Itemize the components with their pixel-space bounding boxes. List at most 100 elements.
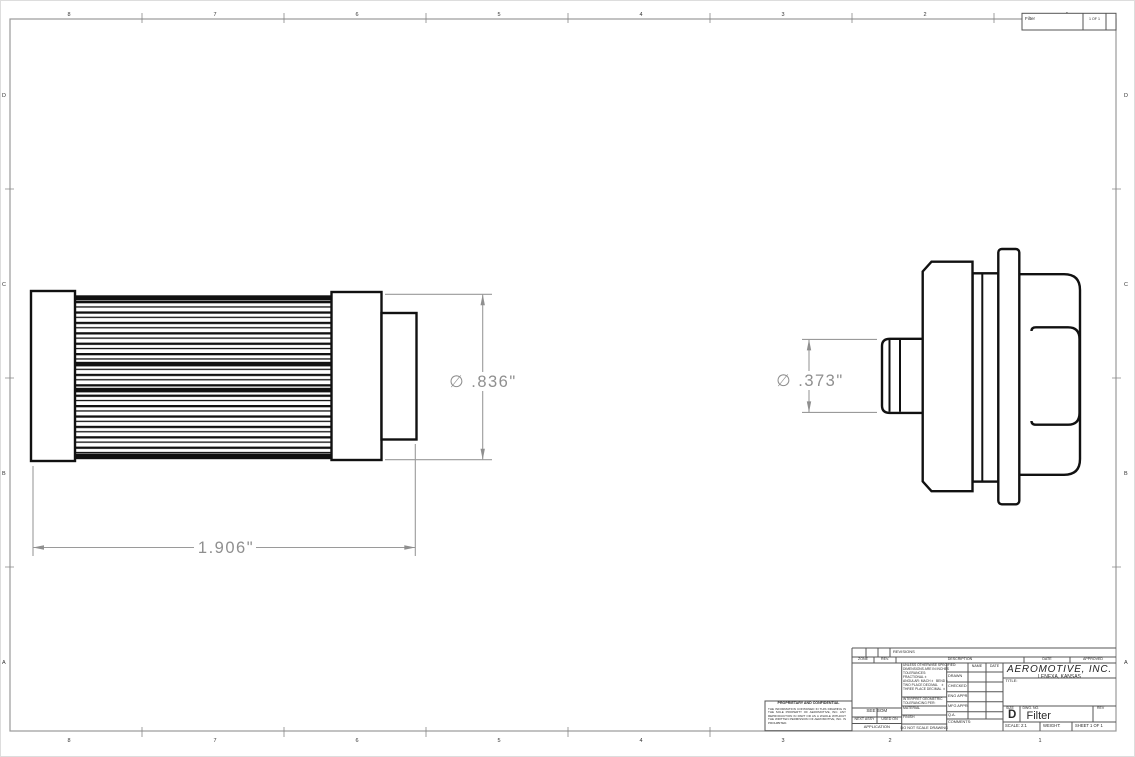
dimension-label-length: 1.906" [198, 539, 254, 557]
dimension-length: 1.906" [32, 444, 416, 557]
dimension-label-outer-diameter: ∅ .836" [449, 373, 516, 391]
interpret-note: TOLERANCING PER: [903, 700, 936, 705]
size-label: SIZE [1006, 705, 1014, 710]
company-name: AEROMOTIVE, INC. [1006, 663, 1113, 675]
application-label: APPLICATION [863, 723, 890, 729]
revisions-col-rev: REV. [880, 656, 890, 661]
proprietary-title: PROPRIETARY AND CONFIDENTIAL [777, 701, 840, 706]
filter-assembly-view [880, 247, 1082, 506]
arrowhead [806, 339, 812, 351]
zone-number-bottom: 3 [781, 738, 784, 744]
title-label: TITLE: [1005, 677, 1018, 683]
body-neck [971, 272, 1000, 483]
approval-row-qa: Q.A. [948, 713, 956, 718]
weight-label: WEIGHT: [1043, 722, 1061, 728]
pleated-media [75, 301, 332, 454]
scale-value: SCALE: 2:1 [1005, 722, 1027, 728]
zone-number-bottom: 7 [213, 738, 216, 744]
application-value: SEE BOM [866, 707, 888, 713]
approval-row-drawn: DRAWN [948, 674, 963, 678]
zone-number-top: 6 [355, 12, 358, 18]
used-on-label: USED ON [881, 717, 898, 721]
arrowhead [480, 448, 485, 460]
zone-number-bottom: 5 [497, 738, 500, 744]
sheet-value: SHEET 1 OF 1 [1075, 722, 1103, 728]
do-not-scale-note: DO NOT SCALE DRAWING [900, 725, 948, 730]
zone-number-bottom: 4 [639, 738, 642, 744]
mounting-flange [997, 247, 1021, 506]
zone-number-bottom: 1 [1038, 738, 1041, 744]
interpret-note: INTERPRET GEOMETRIC [903, 697, 943, 701]
tolerance-note: TOLERANCES: [903, 671, 927, 676]
zone-number-top: 5 [497, 12, 500, 18]
approval-row-mfg-appr: MFG APPR. [948, 703, 969, 708]
zone-letter-left: B [2, 471, 6, 477]
name-header: NAME [971, 663, 983, 668]
revisions-col-approved: APPROVED [1083, 656, 1103, 661]
zone-number-top: 3 [781, 12, 784, 18]
inlet-port [880, 337, 924, 415]
zone-number-top: 4 [639, 12, 642, 18]
zone-number-bottom: 8 [67, 738, 70, 744]
dwg-no-value: Filter [1026, 709, 1051, 722]
revisions-col-zone: ZONE [858, 656, 868, 661]
corner-dwg-no: Filter [1025, 15, 1035, 21]
material-label: MATERIAL [903, 706, 921, 710]
tolerance-note: DIMENSIONS ARE IN INCHES [903, 667, 949, 672]
zone-number-top: 8 [67, 12, 70, 18]
revisions-col-date: DATE [1042, 656, 1052, 661]
zone-ticks [5, 13, 1121, 737]
zone-letter-right: D [1124, 93, 1128, 99]
zone-letter-right: C [1124, 282, 1128, 288]
corner-reference-block [1021, 12, 1117, 31]
corner-sheet: 1 OF 1 [1089, 17, 1100, 21]
proprietary-block-frame [764, 700, 853, 732]
title-block-lines [764, 647, 1116, 732]
zone-letter-left: A [2, 660, 6, 666]
size-value: D [1008, 709, 1017, 721]
arrowhead [404, 545, 416, 550]
arrowhead [480, 294, 485, 306]
approval-row-checked: CHECKED [948, 684, 967, 688]
zone-letter-right: A [1124, 660, 1128, 666]
tolerance-note: UNLESS OTHERWISE SPECIFIED: [903, 663, 957, 668]
hex-flat-edge [1030, 326, 1081, 426]
zone-number-top: 2 [923, 12, 926, 18]
arrowhead [806, 401, 812, 413]
end-cap-left [29, 289, 77, 463]
tolerance-note: ANGULAR: MACH ± BEND ± [903, 679, 948, 684]
dimension-outer-diameter: ∅ .836" [385, 293, 516, 461]
next-assy-label: NEXT ASSY [854, 717, 875, 721]
end-cap-right [330, 290, 383, 462]
revisions-title: REVISIONS [893, 649, 915, 654]
dimension-label-port-diameter: ∅ .373" [776, 372, 843, 390]
pleat-bands [75, 295, 332, 460]
sheet-inner-border [9, 18, 1117, 732]
zone-letter-right: B [1124, 471, 1128, 477]
dwg-no-label: DWG. NO. [1022, 705, 1040, 710]
arrowhead [33, 545, 44, 550]
zone-number-bottom: 2 [888, 738, 891, 744]
tolerance-note: FRACTIONAL ± [903, 675, 927, 680]
body-cylinder [921, 260, 974, 493]
comments-label: COMMENTS: [948, 719, 972, 724]
zone-letter-left: D [2, 93, 6, 99]
inlet-port-groove [888, 340, 901, 412]
filter-element-side-view [29, 289, 418, 463]
date-header: DATE [989, 663, 1000, 668]
zone-number-bottom: 6 [355, 738, 358, 744]
approval-row-eng-appr: ENG APPR. [948, 693, 969, 698]
zone-number-top: 7 [213, 12, 216, 18]
rev-label: REV [1097, 705, 1105, 710]
outlet-port [380, 311, 418, 441]
zone-letter-left: C [2, 282, 6, 288]
tolerance-note: THREE PLACE DECIMAL ± [903, 687, 945, 692]
tolerance-note: TWO PLACE DECIMAL ± [903, 683, 944, 688]
revisions-col-description: DESCRIPTION [947, 656, 973, 661]
company-city: LENEXA, KANSAS [1038, 674, 1081, 680]
finish-label: FINISH [903, 715, 915, 719]
proprietary-body: THE INFORMATION CONTAINED IN THIS DRAWIN… [768, 706, 846, 725]
hex-nut [1018, 273, 1082, 476]
